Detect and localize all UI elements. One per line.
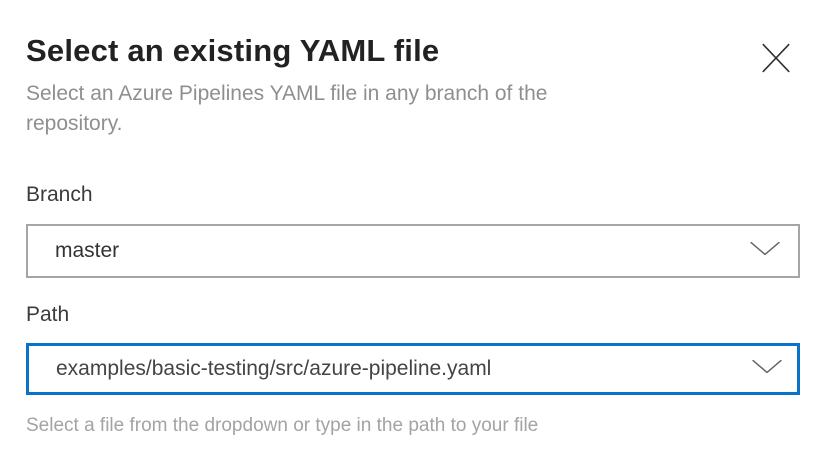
path-input[interactable] xyxy=(56,357,752,381)
branch-dropdown[interactable]: master xyxy=(26,224,800,278)
path-combobox[interactable] xyxy=(26,343,800,395)
branch-dropdown-value: master xyxy=(55,239,120,262)
dialog-subtitle: Select an Azure Pipelines YAML file in a… xyxy=(26,82,548,135)
close-button[interactable] xyxy=(756,38,796,78)
chevron-down-icon[interactable] xyxy=(752,359,782,379)
close-icon xyxy=(758,41,794,75)
chevron-down-icon xyxy=(750,241,780,261)
branch-label: Branch xyxy=(26,183,93,206)
path-label: Path xyxy=(26,303,70,326)
dialog-title: Select an existing YAML file xyxy=(26,33,440,68)
path-helper-text: Select a file from the dropdown or type … xyxy=(26,415,539,436)
